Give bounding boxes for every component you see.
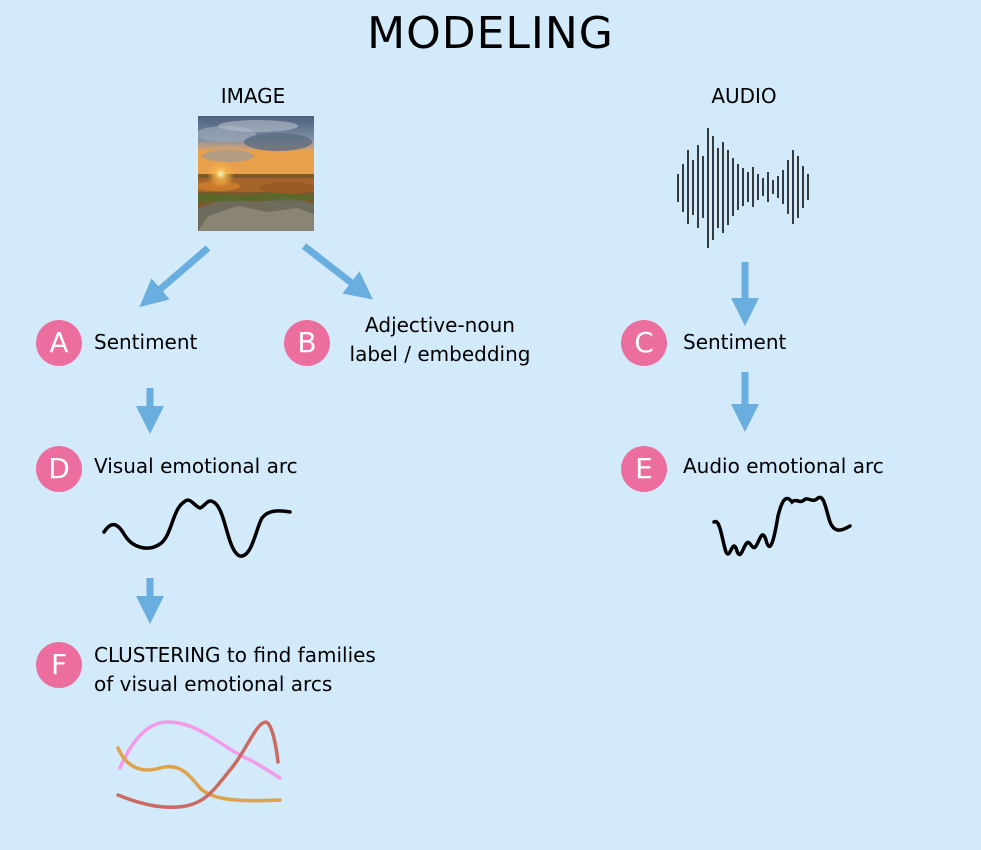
adjective-noun-label: Adjective-noun label / embedding (340, 311, 540, 369)
badge-d: D (36, 446, 82, 492)
audio-arc-curve (712, 495, 852, 557)
arrow-image-to-sentiment (139, 245, 211, 308)
badge-f: F (36, 642, 82, 688)
clustering-line2: of visual emotional arcs (94, 672, 333, 696)
visual-arc-label: Visual emotional arc (94, 454, 298, 478)
sentiment-label-image: Sentiment (94, 330, 198, 354)
adjective-noun-line2: label / embedding (349, 342, 531, 366)
visual-arc-curve (102, 498, 292, 558)
landscape-sunset-photo (198, 116, 314, 231)
arrow-image-to-adjective-noun (301, 243, 374, 300)
sound-waveform-icon (677, 128, 809, 248)
page-title: MODELING (367, 8, 614, 59)
audio-arc-label: Audio emotional arc (683, 454, 884, 478)
sentiment-label-audio: Sentiment (683, 330, 787, 354)
clustering-label: CLUSTERING to find families of visual em… (94, 641, 376, 699)
clustering-line1: CLUSTERING to find families (94, 643, 376, 667)
image-heading: IMAGE (220, 84, 286, 108)
badge-e: E (621, 446, 667, 492)
adjective-noun-line1: Adjective-noun (365, 313, 515, 337)
badge-b: B (284, 320, 330, 366)
badge-c: C (621, 320, 667, 366)
cluster-curve-red (116, 720, 280, 810)
cluster-curve-pink (118, 720, 282, 780)
badge-a: A (36, 320, 82, 366)
cluster-curve-orange (116, 746, 282, 803)
audio-heading: AUDIO (711, 84, 777, 108)
